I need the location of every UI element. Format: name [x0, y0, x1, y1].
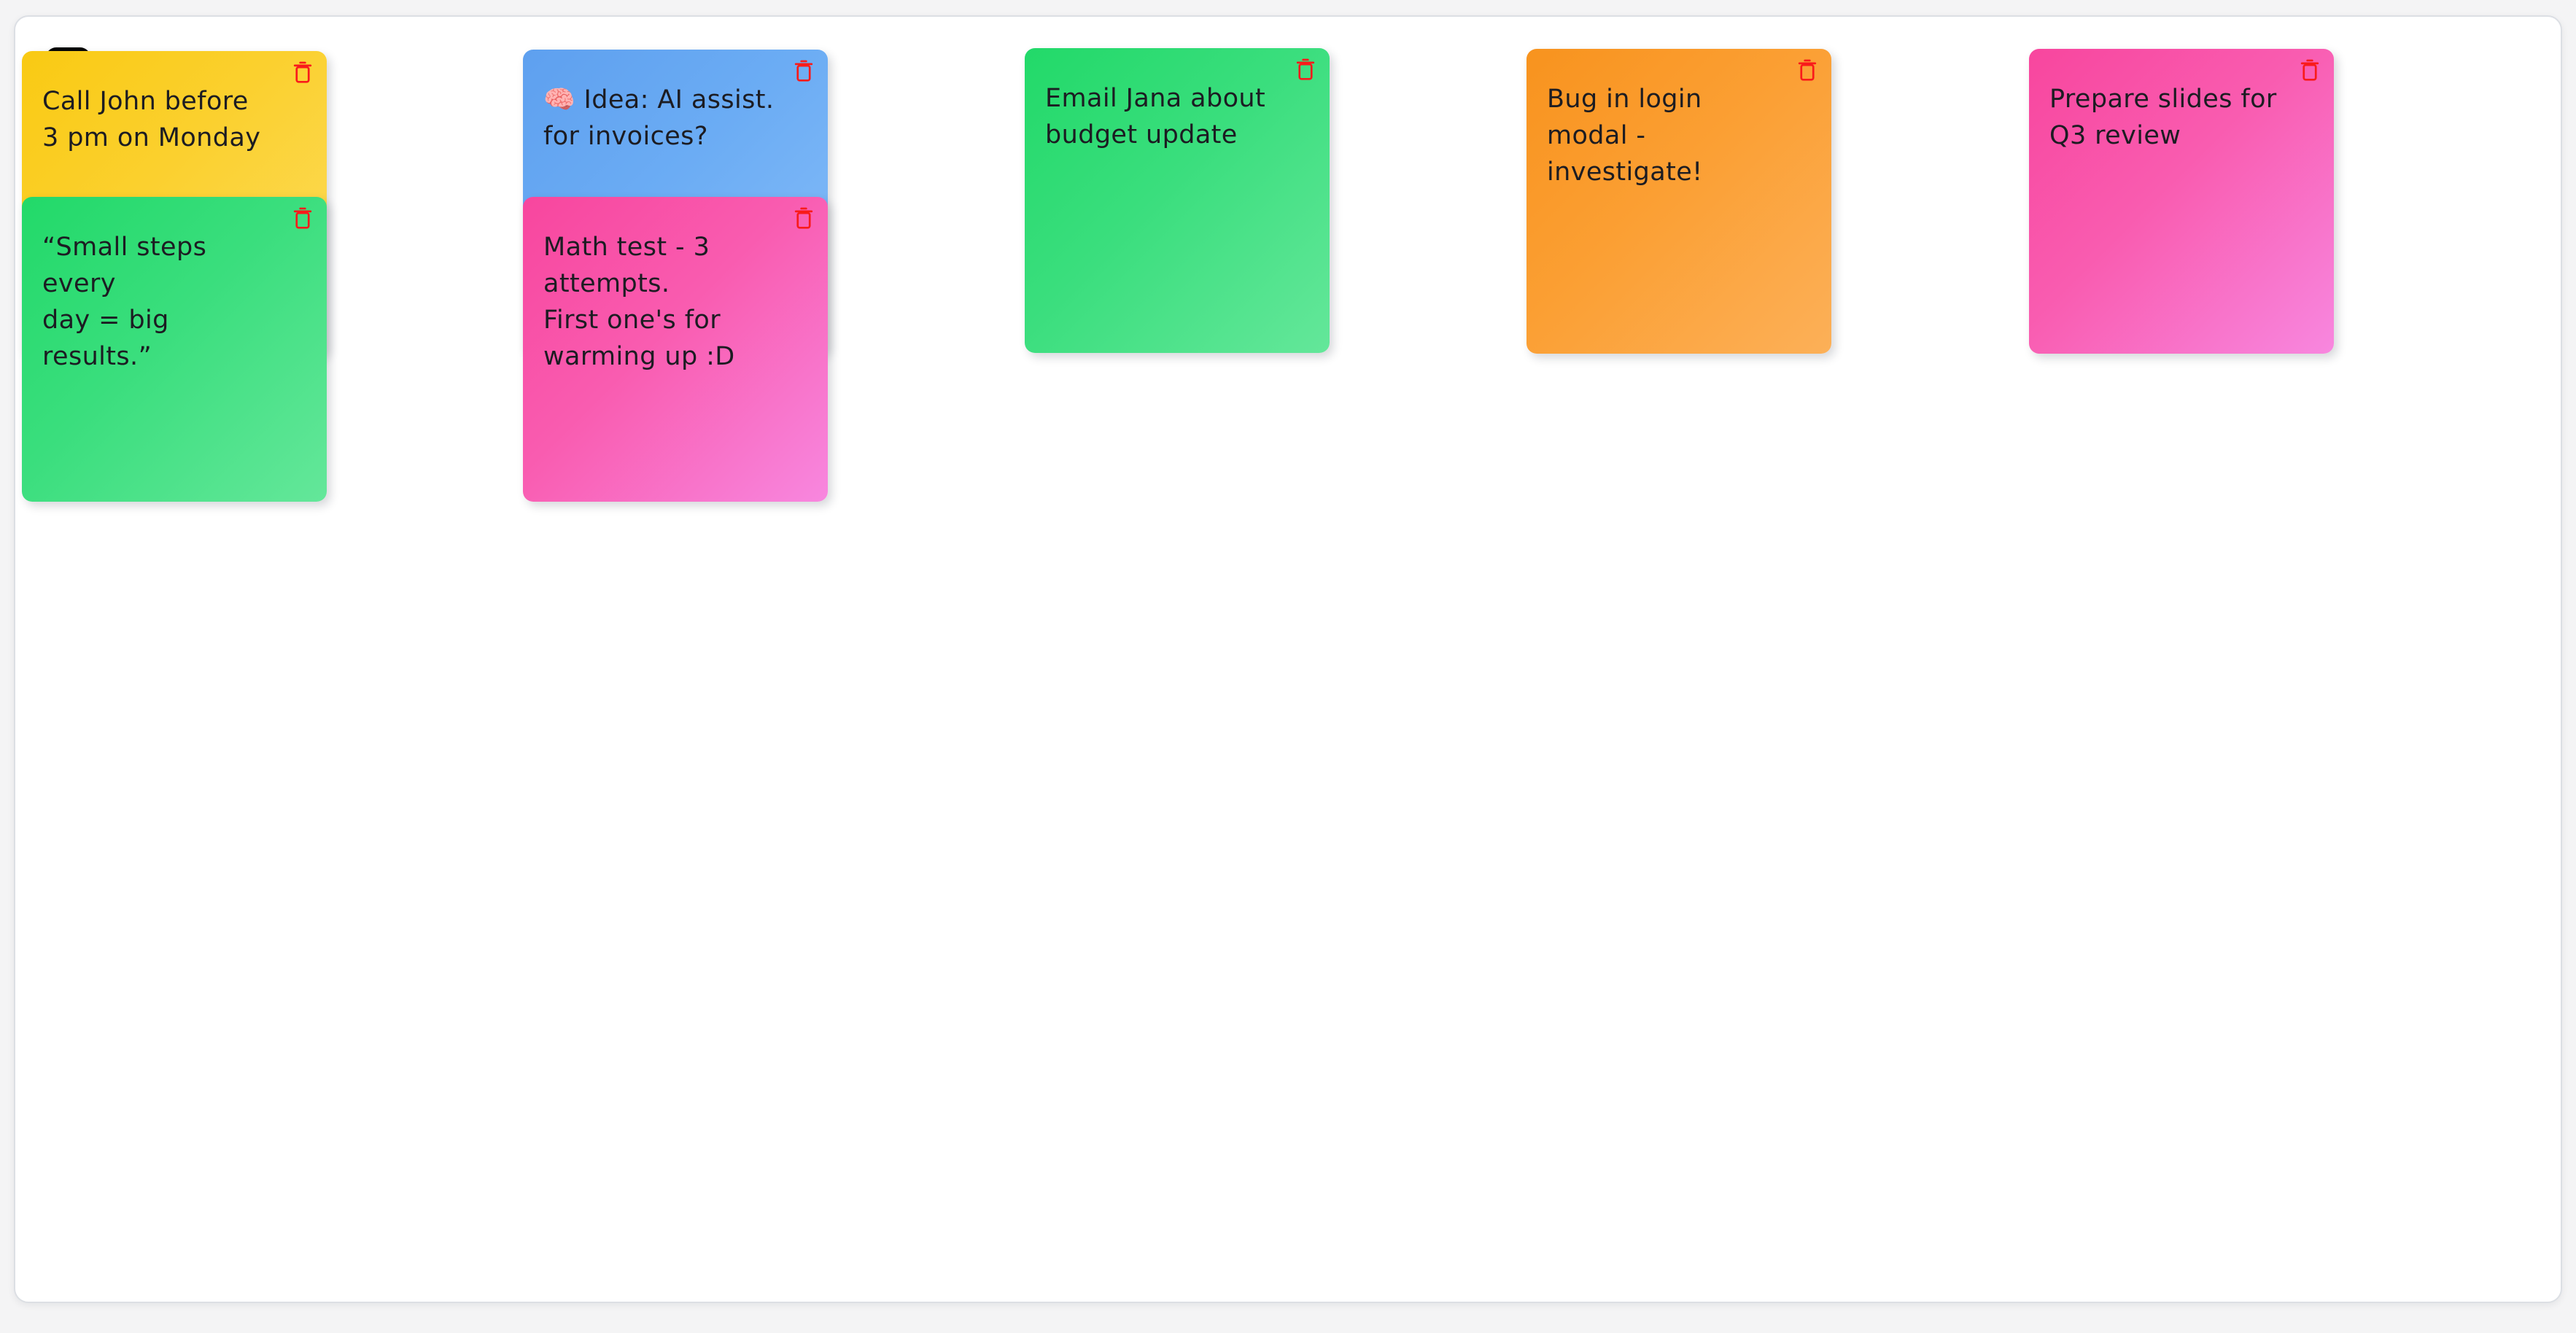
trash-icon [1296, 58, 1315, 80]
delete-note-button-2[interactable] [791, 58, 816, 83]
delete-note-button-4[interactable] [1795, 58, 1820, 82]
notes-board-canvas[interactable]: Call John before 3 pm on Monday 🧠 Idea: … [15, 17, 2561, 1302]
note-text: 🧠 Idea: AI assist. for invoices? [543, 85, 775, 151]
sticky-note-6[interactable]: “Small steps every day = big results.” [22, 197, 327, 502]
trash-icon [2300, 59, 2319, 81]
notes-grid: Call John before 3 pm on Monday 🧠 Idea: … [15, 17, 2561, 1302]
note-text: Email Jana about budget update [1045, 84, 1266, 149]
note-text: Call John before 3 pm on Monday [42, 87, 261, 152]
delete-note-button-7[interactable] [791, 206, 816, 230]
delete-note-button-6[interactable] [290, 206, 315, 230]
trash-icon [794, 60, 813, 82]
trash-icon [794, 207, 813, 229]
note-text: Bug in login modal - investigate! [1547, 85, 1703, 187]
sticky-note-7[interactable]: Math test - 3 attempts. First one's for … [523, 197, 828, 502]
sticky-note-4[interactable]: Bug in login modal - investigate! [1526, 49, 1831, 354]
sticky-note-5[interactable]: Prepare slides for Q3 review [2029, 49, 2334, 354]
note-text: Math test - 3 attempts. First one's for … [543, 233, 735, 371]
sticky-note-3[interactable]: Email Jana about budget update [1025, 48, 1330, 353]
trash-icon [293, 207, 312, 229]
delete-note-button-3[interactable] [1293, 57, 1318, 82]
note-text: Prepare slides for Q3 review [2049, 85, 2277, 150]
trash-icon [1798, 59, 1817, 81]
note-text: “Small steps every day = big results.” [42, 233, 207, 371]
delete-note-button-5[interactable] [2297, 58, 2322, 82]
delete-note-button-1[interactable] [290, 60, 315, 85]
notes-board-frame: Call John before 3 pm on Monday 🧠 Idea: … [14, 15, 2562, 1303]
trash-icon [293, 61, 312, 83]
